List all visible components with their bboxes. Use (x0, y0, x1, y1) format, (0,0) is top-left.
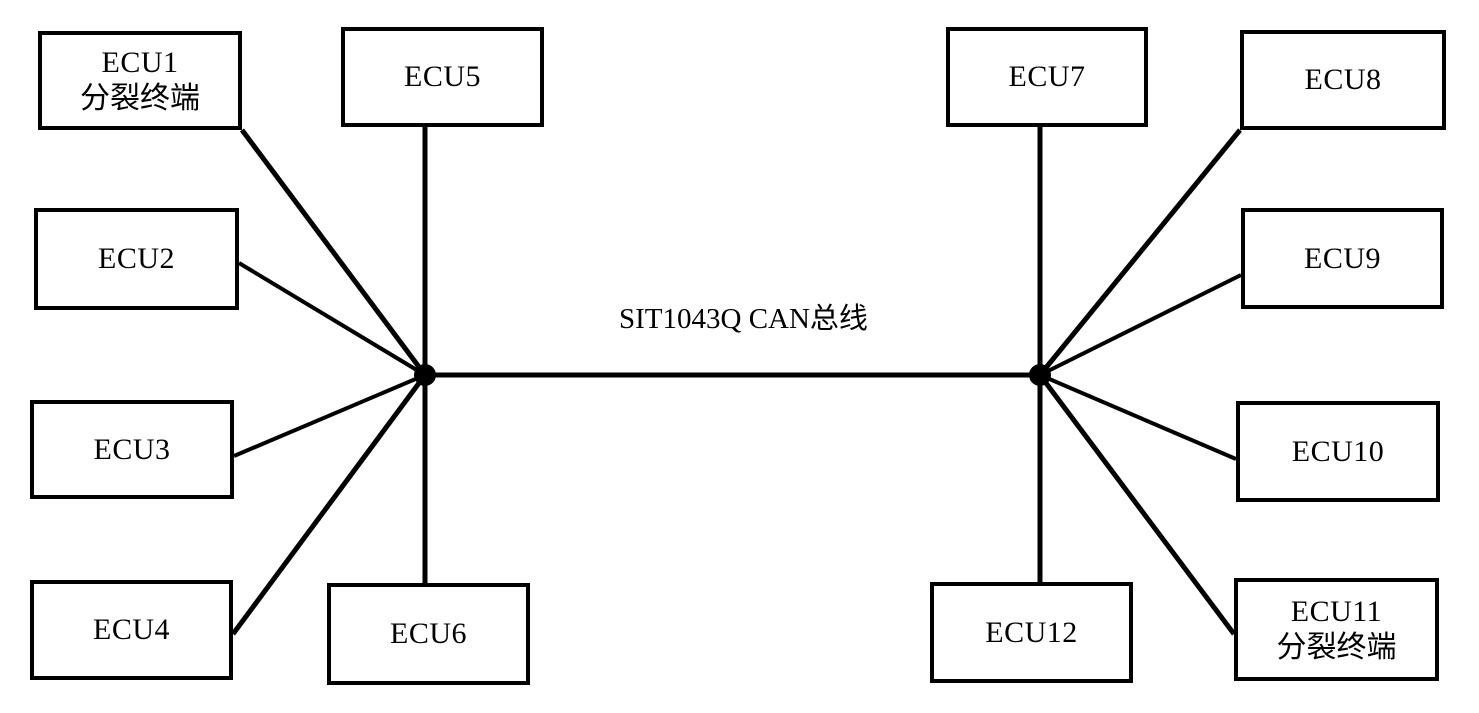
ecu-label: ECU4 (93, 613, 170, 647)
right-junction-node (1029, 364, 1051, 386)
ecu-sublabel: 分裂终端 (1276, 630, 1397, 664)
branch-line-ecu4 (230, 373, 428, 636)
ecu-box-ecu2[interactable]: ECU2 (34, 208, 239, 310)
ecu-box-ecu7[interactable]: ECU7 (946, 27, 1148, 127)
ecu-box-ecu12[interactable]: ECU12 (930, 582, 1133, 683)
bus-label: SIT1043Q CAN总线 (613, 295, 874, 337)
ecu-label: ECU3 (93, 432, 171, 466)
ecu-label: ECU8 (1304, 63, 1382, 97)
branch-line-ecu1 (239, 128, 428, 377)
ecu-box-ecu9[interactable]: ECU9 (1241, 208, 1444, 309)
ecu-label: ECU11 (1290, 594, 1383, 628)
branch-line-ecu8 (1038, 128, 1242, 377)
ecu-box-ecu3[interactable]: ECU3 (30, 400, 234, 499)
left-junction-node (414, 364, 436, 386)
ecu-box-ecu6[interactable]: ECU6 (327, 583, 530, 685)
ecu-label: ECU12 (985, 615, 1078, 649)
ecu-box-ecu5[interactable]: ECU5 (341, 27, 544, 127)
ecu-label: ECU9 (1304, 241, 1381, 275)
ecu-label: ECU5 (404, 60, 481, 94)
ecu-sublabel: 分裂终端 (80, 81, 200, 115)
ecu-label: ECU2 (98, 242, 175, 276)
ecu-box-ecu4[interactable]: ECU4 (30, 580, 233, 680)
ecu-label: ECU10 (1291, 434, 1385, 468)
ecu-label: ECU1 (101, 45, 179, 79)
branch-line-ecu9 (1039, 273, 1242, 377)
ecu-box-ecu10[interactable]: ECU10 (1236, 401, 1440, 502)
branch-line-ecu2 (237, 261, 427, 377)
ecu-label: ECU7 (1008, 60, 1086, 94)
ecu-box-ecu8[interactable]: ECU8 (1240, 30, 1446, 130)
branch-line-ecu3 (233, 373, 426, 458)
ecu-label: ECU6 (390, 617, 467, 651)
branch-line-ecu11 (1037, 373, 1237, 636)
branch-line-ecu10 (1039, 373, 1237, 461)
